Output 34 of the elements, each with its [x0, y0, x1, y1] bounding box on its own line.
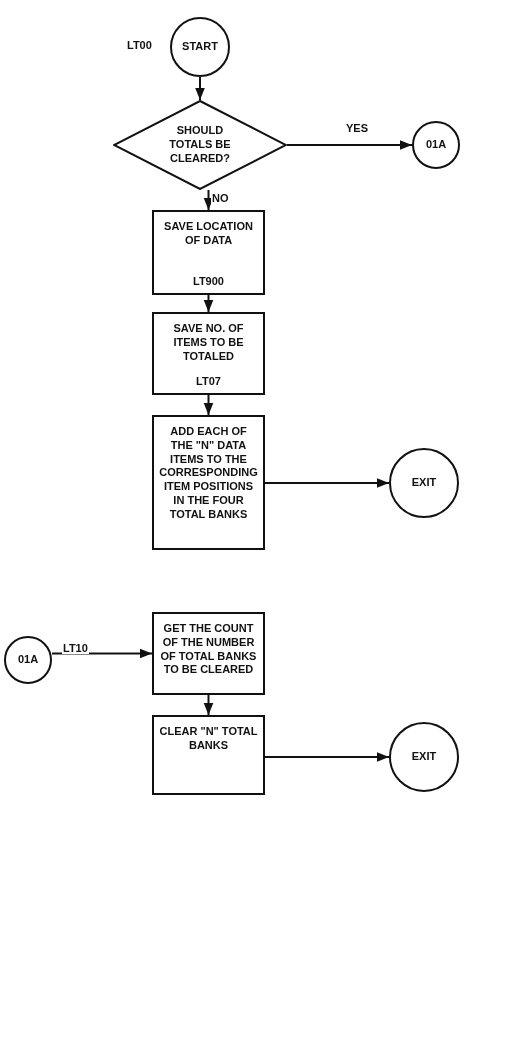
node-text: EXIT — [411, 750, 437, 764]
reference-code: LT07 — [196, 375, 221, 389]
flow-arrow — [195, 76, 205, 101]
process-box — [152, 312, 265, 395]
node-text: 01A — [17, 653, 39, 667]
flow-arrow — [203, 294, 214, 313]
process-box — [152, 715, 265, 795]
node-text: 01A — [425, 138, 447, 152]
process-box — [152, 210, 265, 295]
process-box — [152, 612, 265, 695]
connector-circle — [170, 17, 230, 77]
node-text: GET THE COUNT OF THE NUMBER OF TOTAL BANKS TO BE CLEARED — [159, 622, 258, 677]
flow-arrow — [203, 394, 214, 416]
flow-arrow — [51, 648, 153, 659]
node-text: START — [182, 40, 218, 54]
node-text: SAVE LOCATION OF DATA — [163, 220, 254, 248]
flow-arrow — [286, 140, 413, 150]
edge-label: LT10 — [62, 642, 89, 654]
flow-arrow — [203, 694, 214, 716]
node-text: SHOULD TOTALS BE CLEARED? — [168, 124, 232, 166]
edge-label: YES — [345, 122, 369, 134]
node-text: ADD EACH OF THE "N" DATA ITEMS TO THE CORRESPONDING ITEM POSITIONS IN THE FOUR TOTAL BANKS — [158, 425, 259, 522]
node-text: CLEAR "N" TOTAL BANKS — [158, 725, 259, 753]
node-text: EXIT — [411, 476, 437, 490]
edge-label: NO — [211, 192, 230, 204]
flow-arrow — [264, 752, 390, 762]
reference-code: LT00 — [126, 39, 153, 51]
flow-arrow — [264, 478, 390, 488]
flow-arrow — [203, 189, 214, 211]
connector-circle — [4, 636, 52, 684]
process-box — [152, 415, 265, 550]
connector-circle — [412, 121, 460, 169]
reference-code: LT900 — [193, 275, 224, 289]
node-text: SAVE NO. OF ITEMS TO BE TOTALED — [172, 322, 245, 364]
